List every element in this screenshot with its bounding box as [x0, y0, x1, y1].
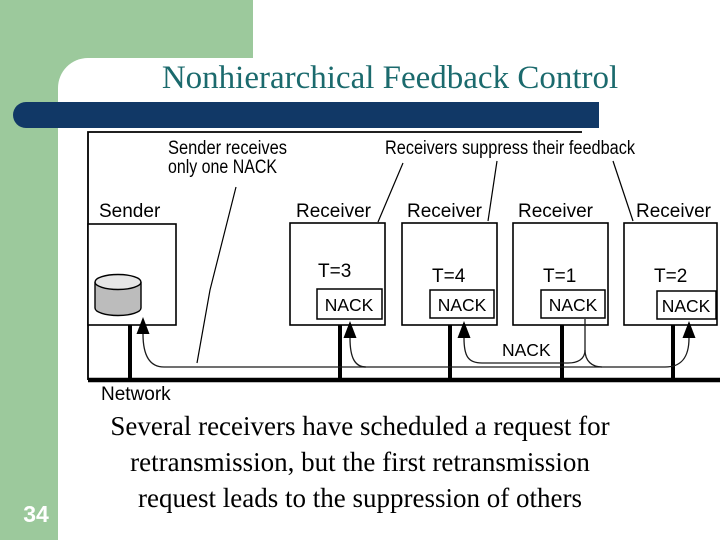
arrowhead-into-sender [136, 317, 150, 334]
receiver1-timer: T=3 [318, 261, 351, 282]
receiver3-timer: T=1 [543, 266, 576, 287]
disk-icon [94, 273, 142, 317]
receiver3-nack-box [540, 289, 606, 319]
title-underline-bar [13, 102, 599, 128]
arrowhead-into-receiver2 [457, 321, 471, 338]
receiver4-timer: T=2 [654, 266, 687, 287]
receiver3-nack-label: NACK [549, 295, 598, 315]
callout-line-to-receiver1 [377, 162, 404, 223]
callout-line-to-receiver4 [612, 160, 634, 222]
body-line-1: Several receivers have scheduled a reque… [110, 411, 610, 441]
receiver2-nack-box [429, 289, 495, 319]
callout-line-sender-nack [196, 186, 237, 364]
arrowhead-into-receiver1 [343, 321, 357, 338]
receiver2-node: Receiver T=4 NACK [401, 201, 498, 326]
body-line-2: retransmission, but the first retransmis… [130, 447, 590, 477]
sender-callout-line2: only one NACK [168, 157, 277, 178]
arrowhead-into-receiver4 [682, 321, 696, 338]
receiver4-nack-label: NACK [662, 296, 711, 316]
nack-feedback-path [136, 317, 696, 368]
receiver4-nack-box [656, 290, 717, 320]
page-number: 34 [23, 501, 49, 527]
receivers-callout-label: Receivers suppress their feedback [385, 138, 635, 159]
receiver1-node: Receiver T=3 NACK [289, 201, 386, 326]
receiver1-nack-label: NACK [325, 295, 374, 315]
receiver3-label: Receiver [518, 201, 594, 222]
sender-callout-line1: Sender receives [168, 138, 287, 159]
receiver1-nack-box [316, 288, 383, 320]
receiver4-label: Receiver [636, 201, 712, 222]
receiver2-label: Receiver [407, 201, 483, 222]
sender-node: Sender [87, 201, 177, 326]
receiver3-node: Receiver T=1 NACK [512, 201, 609, 326]
network-trunk-lines [128, 325, 675, 378]
network-label: Network [101, 384, 171, 405]
body-text: Several receivers have scheduled a reque… [40, 408, 680, 516]
receiver2-timer: T=4 [432, 266, 466, 287]
receiver2-nack-label: NACK [438, 295, 487, 315]
nack-path-label: NACK [502, 340, 551, 360]
callout-line-to-receiver2 [487, 160, 498, 222]
sender-label: Sender [99, 201, 161, 222]
receiver4-node: Receiver T=2 NACK [623, 201, 718, 326]
slide-title: Nonhierarchical Feedback Control [161, 60, 619, 96]
body-line-3: request leads to the suppression of othe… [138, 483, 582, 513]
receiver1-label: Receiver [296, 201, 372, 222]
